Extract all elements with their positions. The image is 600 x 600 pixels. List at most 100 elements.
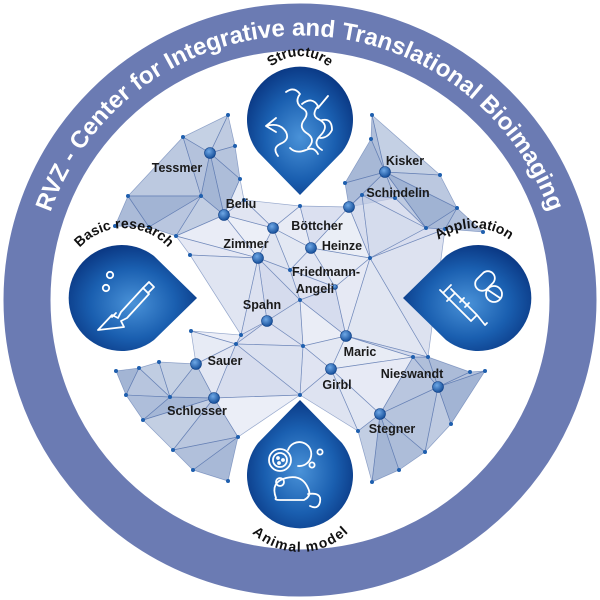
mesh-vertex (226, 479, 230, 483)
mesh-triangle (299, 368, 359, 432)
mesh-vertex (393, 196, 397, 200)
mesh-vertex (199, 194, 203, 198)
outer-ring (3, 3, 597, 597)
mesh-vertex (483, 369, 487, 373)
member-name-label: Stegner (369, 422, 416, 436)
member-node[interactable] (379, 166, 391, 178)
mesh-vertex (188, 253, 192, 257)
mesh-vertex (124, 393, 128, 397)
mesh-vertex (114, 369, 118, 373)
mesh-triangle (148, 195, 202, 237)
mesh-vertex (234, 342, 238, 346)
member-node[interactable] (218, 209, 230, 221)
category-basic-research[interactable] (68, 245, 197, 352)
member-name-label: Beliu (226, 197, 257, 211)
mesh-triangle (223, 199, 275, 229)
mesh-vertex (238, 177, 242, 181)
application-drop (403, 244, 532, 351)
mesh-triangle (213, 394, 302, 438)
mesh-vertex (298, 298, 302, 302)
mesh-vertex (449, 422, 453, 426)
mesh-vertex (397, 468, 401, 472)
mesh-vertex (174, 234, 178, 238)
mesh-triangle (192, 436, 239, 482)
mesh-vertex (298, 204, 302, 208)
mesh-vertex (443, 227, 447, 231)
mesh-vertex (288, 268, 292, 272)
member-node[interactable] (204, 147, 216, 159)
mesh-vertex (370, 113, 374, 117)
mesh-vertex (360, 193, 364, 197)
mesh-vertex (368, 256, 372, 260)
pipette-icon (97, 270, 155, 331)
mesh-vertex (298, 393, 302, 397)
mesh-vertex (189, 329, 193, 333)
collaboration-network (113, 113, 487, 484)
member-name-label: Girbl (322, 378, 351, 392)
mesh-vertex (343, 181, 347, 185)
member-name-label: Sauer (208, 354, 243, 368)
mesh-vertex (356, 429, 360, 433)
member-node[interactable] (432, 381, 444, 393)
member-name-label: Friedmann- (292, 265, 360, 279)
structure-drop (247, 66, 353, 195)
member-name-label: Tessmer (152, 161, 203, 175)
mesh-vertex (242, 198, 246, 202)
member-node[interactable] (267, 222, 279, 234)
mesh-vertex (370, 480, 374, 484)
member-name-label: Schlosser (167, 404, 227, 418)
mesh-vertex (423, 450, 427, 454)
mesh-vertex (424, 226, 428, 230)
category-animal-model[interactable] (247, 400, 353, 529)
member-name-label: Böttcher (291, 219, 343, 233)
mesh-vertex (426, 355, 430, 359)
mesh-vertex (239, 333, 243, 337)
category-structure[interactable] (247, 66, 353, 195)
member-node[interactable] (261, 315, 273, 327)
member-node[interactable] (252, 252, 264, 264)
member-name-label: Schindelin (366, 186, 429, 200)
mesh-vertex (438, 173, 442, 177)
mesh-vertex (411, 355, 415, 359)
mesh-vertex (226, 113, 230, 117)
protein-ribbon-icon (265, 88, 333, 157)
mesh-vertex (369, 137, 373, 141)
mesh-vertex (137, 366, 141, 370)
mesh-vertex (168, 395, 172, 399)
member-name-label: Angeli (296, 282, 334, 296)
mesh-vertex (233, 144, 237, 148)
category-application[interactable] (403, 244, 532, 351)
mesh-vertex (113, 224, 117, 228)
member-name-label: Heinze (322, 239, 362, 253)
member-name-label: Maric (344, 345, 377, 359)
mesh-triangle (344, 171, 386, 208)
mesh-vertex (147, 225, 151, 229)
syringe-pills-icon (439, 270, 503, 326)
member-name-label: Kisker (386, 154, 424, 168)
mesh-vertex (181, 135, 185, 139)
member-name-label: Spahn (243, 298, 281, 312)
member-name-label: Nieswandt (381, 367, 444, 381)
mouse-petri-dish-icon (268, 441, 324, 509)
animal-model-drop (247, 400, 353, 529)
member-node[interactable] (332, 284, 338, 290)
mesh-vertex (141, 418, 145, 422)
member-node[interactable] (190, 358, 202, 370)
member-name-label: Zimmer (223, 237, 268, 251)
member-node[interactable] (340, 330, 352, 342)
mesh-vertex (236, 435, 240, 439)
member-node[interactable] (343, 201, 355, 213)
mesh-vertex (301, 344, 305, 348)
mesh-vertex (157, 360, 161, 364)
member-node[interactable] (305, 242, 317, 254)
member-node[interactable] (325, 363, 337, 375)
mesh-vertex (171, 448, 175, 452)
mesh-triangle (361, 194, 427, 259)
mesh-vertex (468, 370, 472, 374)
mesh-vertex (126, 194, 130, 198)
member-node[interactable] (208, 392, 220, 404)
member-node[interactable] (374, 408, 386, 420)
member-labels: Tessmer KiskerSchindelinBeliuBöttcherZimm… (152, 147, 444, 436)
mesh-vertex (481, 230, 485, 234)
